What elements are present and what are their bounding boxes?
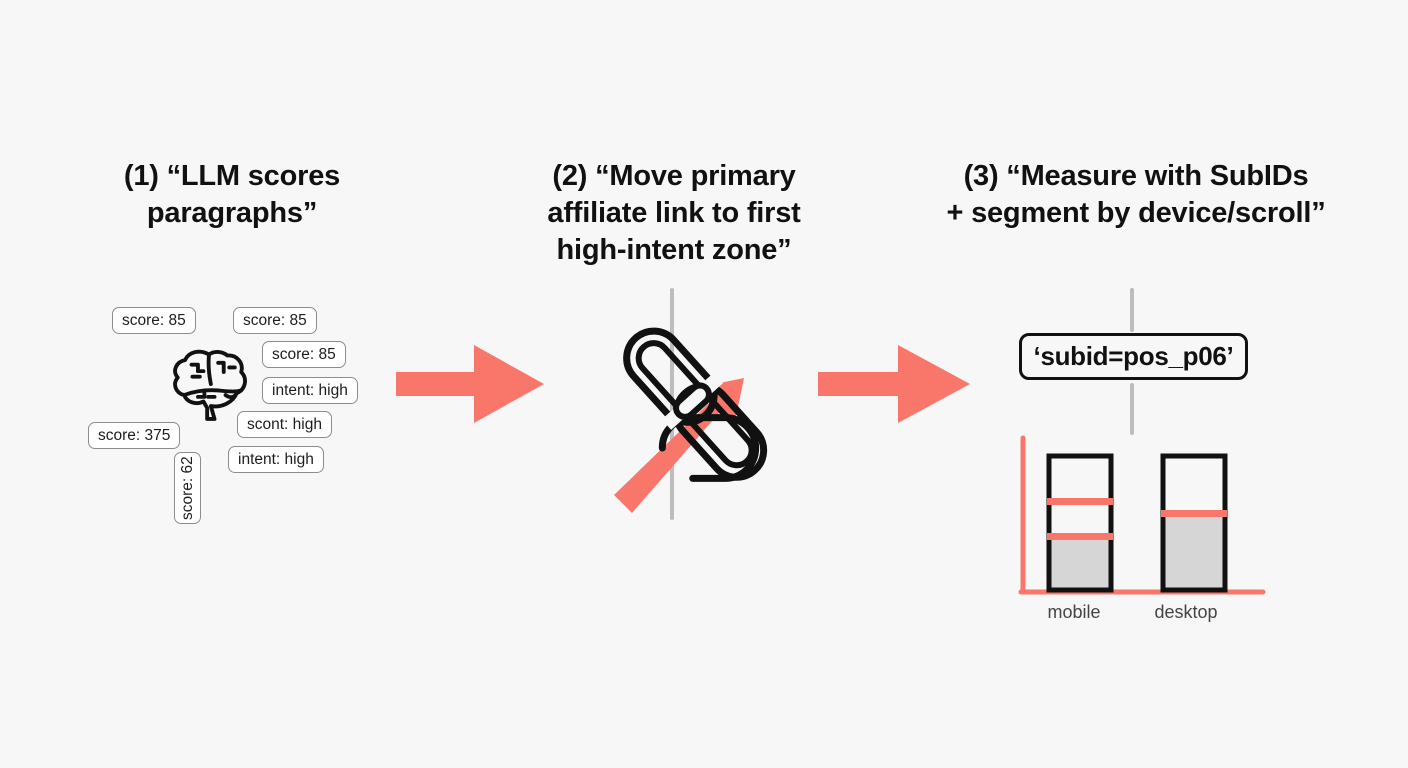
subid-value-box: ‘subid=pos_p06’ [1019, 333, 1248, 380]
step-2-title: (2) “Move primary affiliate link to firs… [547, 160, 801, 267]
score-chip-rotated: score: 62 [174, 452, 201, 524]
vertical-guide-line-bottom [1130, 383, 1134, 435]
intent-chip: intent: high [228, 446, 324, 473]
chain-link-icon [592, 282, 772, 532]
score-chip: score: 85 [262, 341, 346, 368]
bar-desktop [1160, 453, 1228, 593]
bar-mobile [1046, 453, 1114, 593]
chart-category-label-desktop: desktop [1154, 602, 1218, 622]
marker-line [1047, 498, 1113, 505]
step-3-title: (3) “Measure with SubIDs + segment by de… [946, 160, 1326, 230]
score-chip: score: 85 [233, 307, 317, 334]
marker-line [1047, 533, 1113, 540]
score-chip: score: 85 [112, 307, 196, 334]
score-chip: score: 375 [88, 422, 181, 449]
vertical-guide-line-top [1130, 288, 1134, 332]
flow-arrow-right-1 [396, 339, 544, 429]
device-bar-chart [1005, 428, 1270, 628]
marker-line [1161, 510, 1227, 517]
brain-icon [163, 338, 255, 430]
flow-arrow-right-2 [818, 339, 970, 429]
chart-category-label-mobile: mobile [1047, 602, 1101, 622]
intent-chip: intent: high [262, 377, 358, 404]
step-1-title: (1) “LLM scores paragraphs” [123, 160, 341, 230]
scont-chip: scont: high [237, 411, 332, 438]
